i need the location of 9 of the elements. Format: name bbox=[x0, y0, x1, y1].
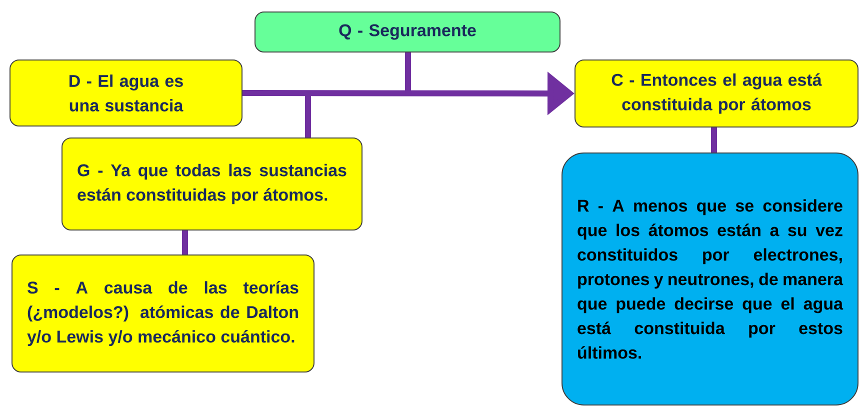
claim-box: C - Entonces el agua está constituida por átomos bbox=[574, 60, 858, 128]
warrant-box: G - Ya que todas las sustancias están constituidas por átomos. bbox=[62, 138, 362, 230]
connector bbox=[305, 94, 311, 138]
rebuttal-box: R - A menos que se considere que los átomos están a su vez constituidos por electrones, protones y neutrones, de manera que puede decirse que el agua está constituida por estos últimos. bbox=[562, 152, 858, 406]
data-box: D - El agua es una sustancia bbox=[10, 60, 242, 126]
connector bbox=[711, 128, 717, 152]
qualifier-box: Q - Seguramente bbox=[254, 12, 560, 52]
backing-box: S - A causa de las teorías (¿modelos?) atómicas de Dalton y/o Lewis y/o mecánico cuántico. bbox=[12, 254, 314, 372]
connector bbox=[182, 230, 188, 254]
